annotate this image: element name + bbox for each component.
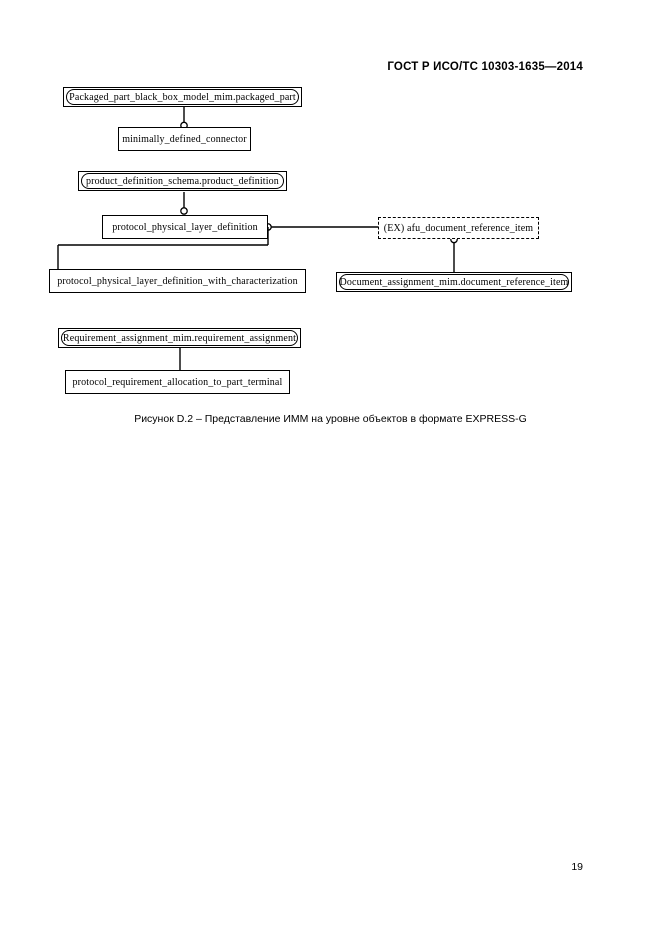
node-protocol-requirement-allocation-to-part-terminal[interactable]: protocol_requirement_allocation_to_part_… — [65, 370, 290, 394]
node-requirement-assignment-mim[interactable]: Requirement_assignment_mim.requirement_a… — [58, 328, 301, 348]
document-header-standard: ГОСТ Р ИСО/ТС 10303-1635—2014 — [387, 61, 583, 73]
node-label-afu-document-reference-item: (EX) afu_document_reference_item — [383, 222, 534, 234]
node-label-protocol-requirement-allocation-to-part-terminal: protocol_requirement_allocation_to_part_… — [72, 376, 283, 388]
node-label-product-definition-schema: product_definition_schema.product_defini… — [81, 173, 284, 189]
node-label-protocol-physical-layer-definition: protocol_physical_layer_definition — [112, 221, 258, 233]
node-label-protocol-physical-layer-definition-with-characterization: protocol_physical_layer_definition_with_… — [57, 275, 298, 287]
node-minimally-defined-connector[interactable]: minimally_defined_connector — [118, 127, 251, 151]
node-document-assignment-mim[interactable]: Document_assignment_mim.document_referen… — [336, 272, 572, 292]
node-label-packaged-part-black-box-model-mim: Packaged_part_black_box_model_mim.packag… — [66, 89, 299, 105]
node-protocol-physical-layer-definition-with-characterization[interactable]: protocol_physical_layer_definition_with_… — [49, 269, 306, 293]
node-label-document-assignment-mim: Document_assignment_mim.document_referen… — [339, 274, 569, 290]
node-protocol-physical-layer-definition[interactable]: protocol_physical_layer_definition — [102, 215, 268, 239]
express-g-diagram: Packaged_part_black_box_model_mim.packag… — [0, 0, 661, 420]
page-number: 19 — [571, 861, 583, 873]
node-afu-document-reference-item[interactable]: (EX) afu_document_reference_item — [378, 217, 539, 239]
node-packaged-part-black-box-model-mim[interactable]: Packaged_part_black_box_model_mim.packag… — [63, 87, 302, 107]
node-label-requirement-assignment-mim: Requirement_assignment_mim.requirement_a… — [61, 330, 298, 346]
node-product-definition-schema[interactable]: product_definition_schema.product_defini… — [78, 171, 287, 191]
node-label-minimally-defined-connector: minimally_defined_connector — [122, 133, 247, 145]
edge-marker-circle-protocol — [180, 207, 188, 215]
diagram-connectors — [57, 107, 458, 370]
figure-caption: Рисунок D.2 – Представление ИММ на уровн… — [134, 413, 527, 425]
